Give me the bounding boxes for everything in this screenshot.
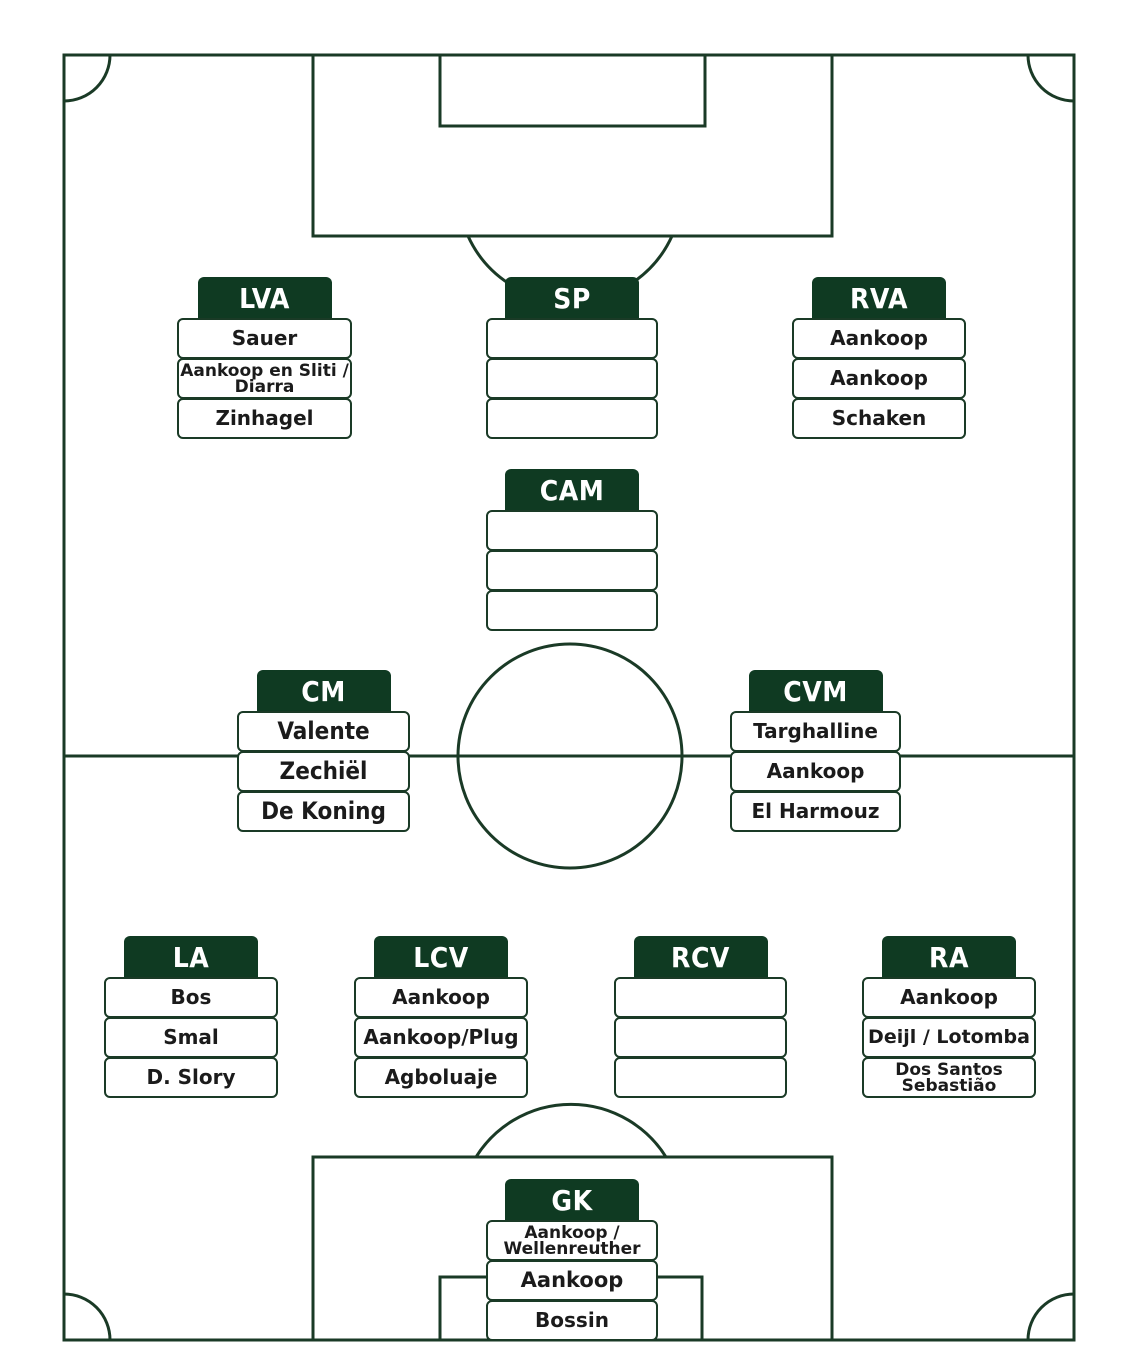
position-lva: LVA Sauer Aankoop en Sliti / Diarra Zinh…: [177, 277, 352, 439]
position-la: LA Bos Smal D. Slory: [104, 936, 278, 1098]
player-slot[interactable]: Zechiël: [237, 751, 410, 792]
corner-arc-bottom-left: [63, 1292, 112, 1341]
position-label: RCV: [633, 936, 768, 980]
top-penalty-box: [311, 53, 834, 238]
position-label: CAM: [505, 469, 639, 513]
player-slot[interactable]: [614, 1057, 787, 1098]
corner-arc-top-right: [1026, 54, 1075, 103]
player-slot[interactable]: Zinhagel: [177, 398, 352, 439]
position-rcv: RCV: [614, 936, 787, 1098]
player-slot[interactable]: Aankoop/Plug: [354, 1017, 528, 1058]
player-slot[interactable]: Smal: [104, 1017, 278, 1058]
player-slot[interactable]: [486, 318, 658, 359]
player-slot[interactable]: Targhalline: [730, 711, 901, 752]
position-label: CM: [256, 670, 391, 714]
position-cam: CAM: [486, 469, 658, 631]
player-slot[interactable]: [486, 510, 658, 551]
player-slot[interactable]: Dos Santos Sebastião: [862, 1057, 1036, 1098]
position-label: RVA: [812, 277, 946, 321]
position-rva: RVA Aankoop Aankoop Schaken: [792, 277, 966, 439]
position-cm: CM Valente Zechiël De Koning: [237, 670, 410, 832]
player-slot[interactable]: [614, 1017, 787, 1058]
player-slot[interactable]: Aankoop: [792, 358, 966, 399]
player-slot[interactable]: [614, 977, 787, 1018]
player-slot[interactable]: [486, 358, 658, 399]
player-slot[interactable]: Aankoop: [486, 1260, 658, 1301]
position-label: LCV: [374, 936, 508, 980]
player-slot[interactable]: [486, 550, 658, 591]
position-cvm: CVM Targhalline Aankoop El Harmouz: [730, 670, 901, 832]
bottom-penalty-arc: [474, 1102, 668, 1158]
player-slot[interactable]: [486, 590, 658, 631]
center-circle: [456, 642, 684, 870]
player-slot[interactable]: Sauer: [177, 318, 352, 359]
player-slot[interactable]: De Koning: [237, 791, 410, 832]
position-label: RA: [882, 936, 1016, 980]
player-slot[interactable]: Valente: [237, 711, 410, 752]
player-slot[interactable]: Aankoop en Sliti / Diarra: [177, 358, 352, 399]
player-slot[interactable]: Bossin: [486, 1300, 658, 1341]
position-ra: RA Aankoop Deijl / Lotomba Dos Santos Se…: [862, 936, 1036, 1098]
player-slot[interactable]: Aankoop: [792, 318, 966, 359]
position-label: LVA: [197, 277, 332, 321]
position-gk: GK Aankoop / Wellenreuther Aankoop Bossi…: [486, 1179, 658, 1341]
player-slot[interactable]: Deijl / Lotomba: [862, 1017, 1036, 1058]
player-slot[interactable]: Aankoop: [354, 977, 528, 1018]
position-label: GK: [505, 1179, 639, 1223]
player-slot[interactable]: Aankoop: [862, 977, 1036, 1018]
corner-arc-top-left: [63, 54, 112, 103]
position-label: SP: [505, 277, 639, 321]
player-slot[interactable]: D. Slory: [104, 1057, 278, 1098]
player-slot[interactable]: [486, 398, 658, 439]
corner-arc-bottom-right: [1026, 1292, 1075, 1341]
position-sp: SP: [486, 277, 658, 439]
position-lcv: LCV Aankoop Aankoop/Plug Agboluaje: [354, 936, 528, 1098]
player-slot[interactable]: Aankoop: [730, 751, 901, 792]
player-slot[interactable]: Bos: [104, 977, 278, 1018]
player-slot[interactable]: Schaken: [792, 398, 966, 439]
top-goal-box: [438, 53, 707, 128]
player-slot[interactable]: Agboluaje: [354, 1057, 528, 1098]
player-slot[interactable]: Aankoop / Wellenreuther: [486, 1220, 658, 1261]
player-slot[interactable]: El Harmouz: [730, 791, 901, 832]
pitch-boundary: [62, 53, 1076, 1342]
position-label: LA: [124, 936, 258, 980]
position-label: CVM: [748, 670, 883, 714]
